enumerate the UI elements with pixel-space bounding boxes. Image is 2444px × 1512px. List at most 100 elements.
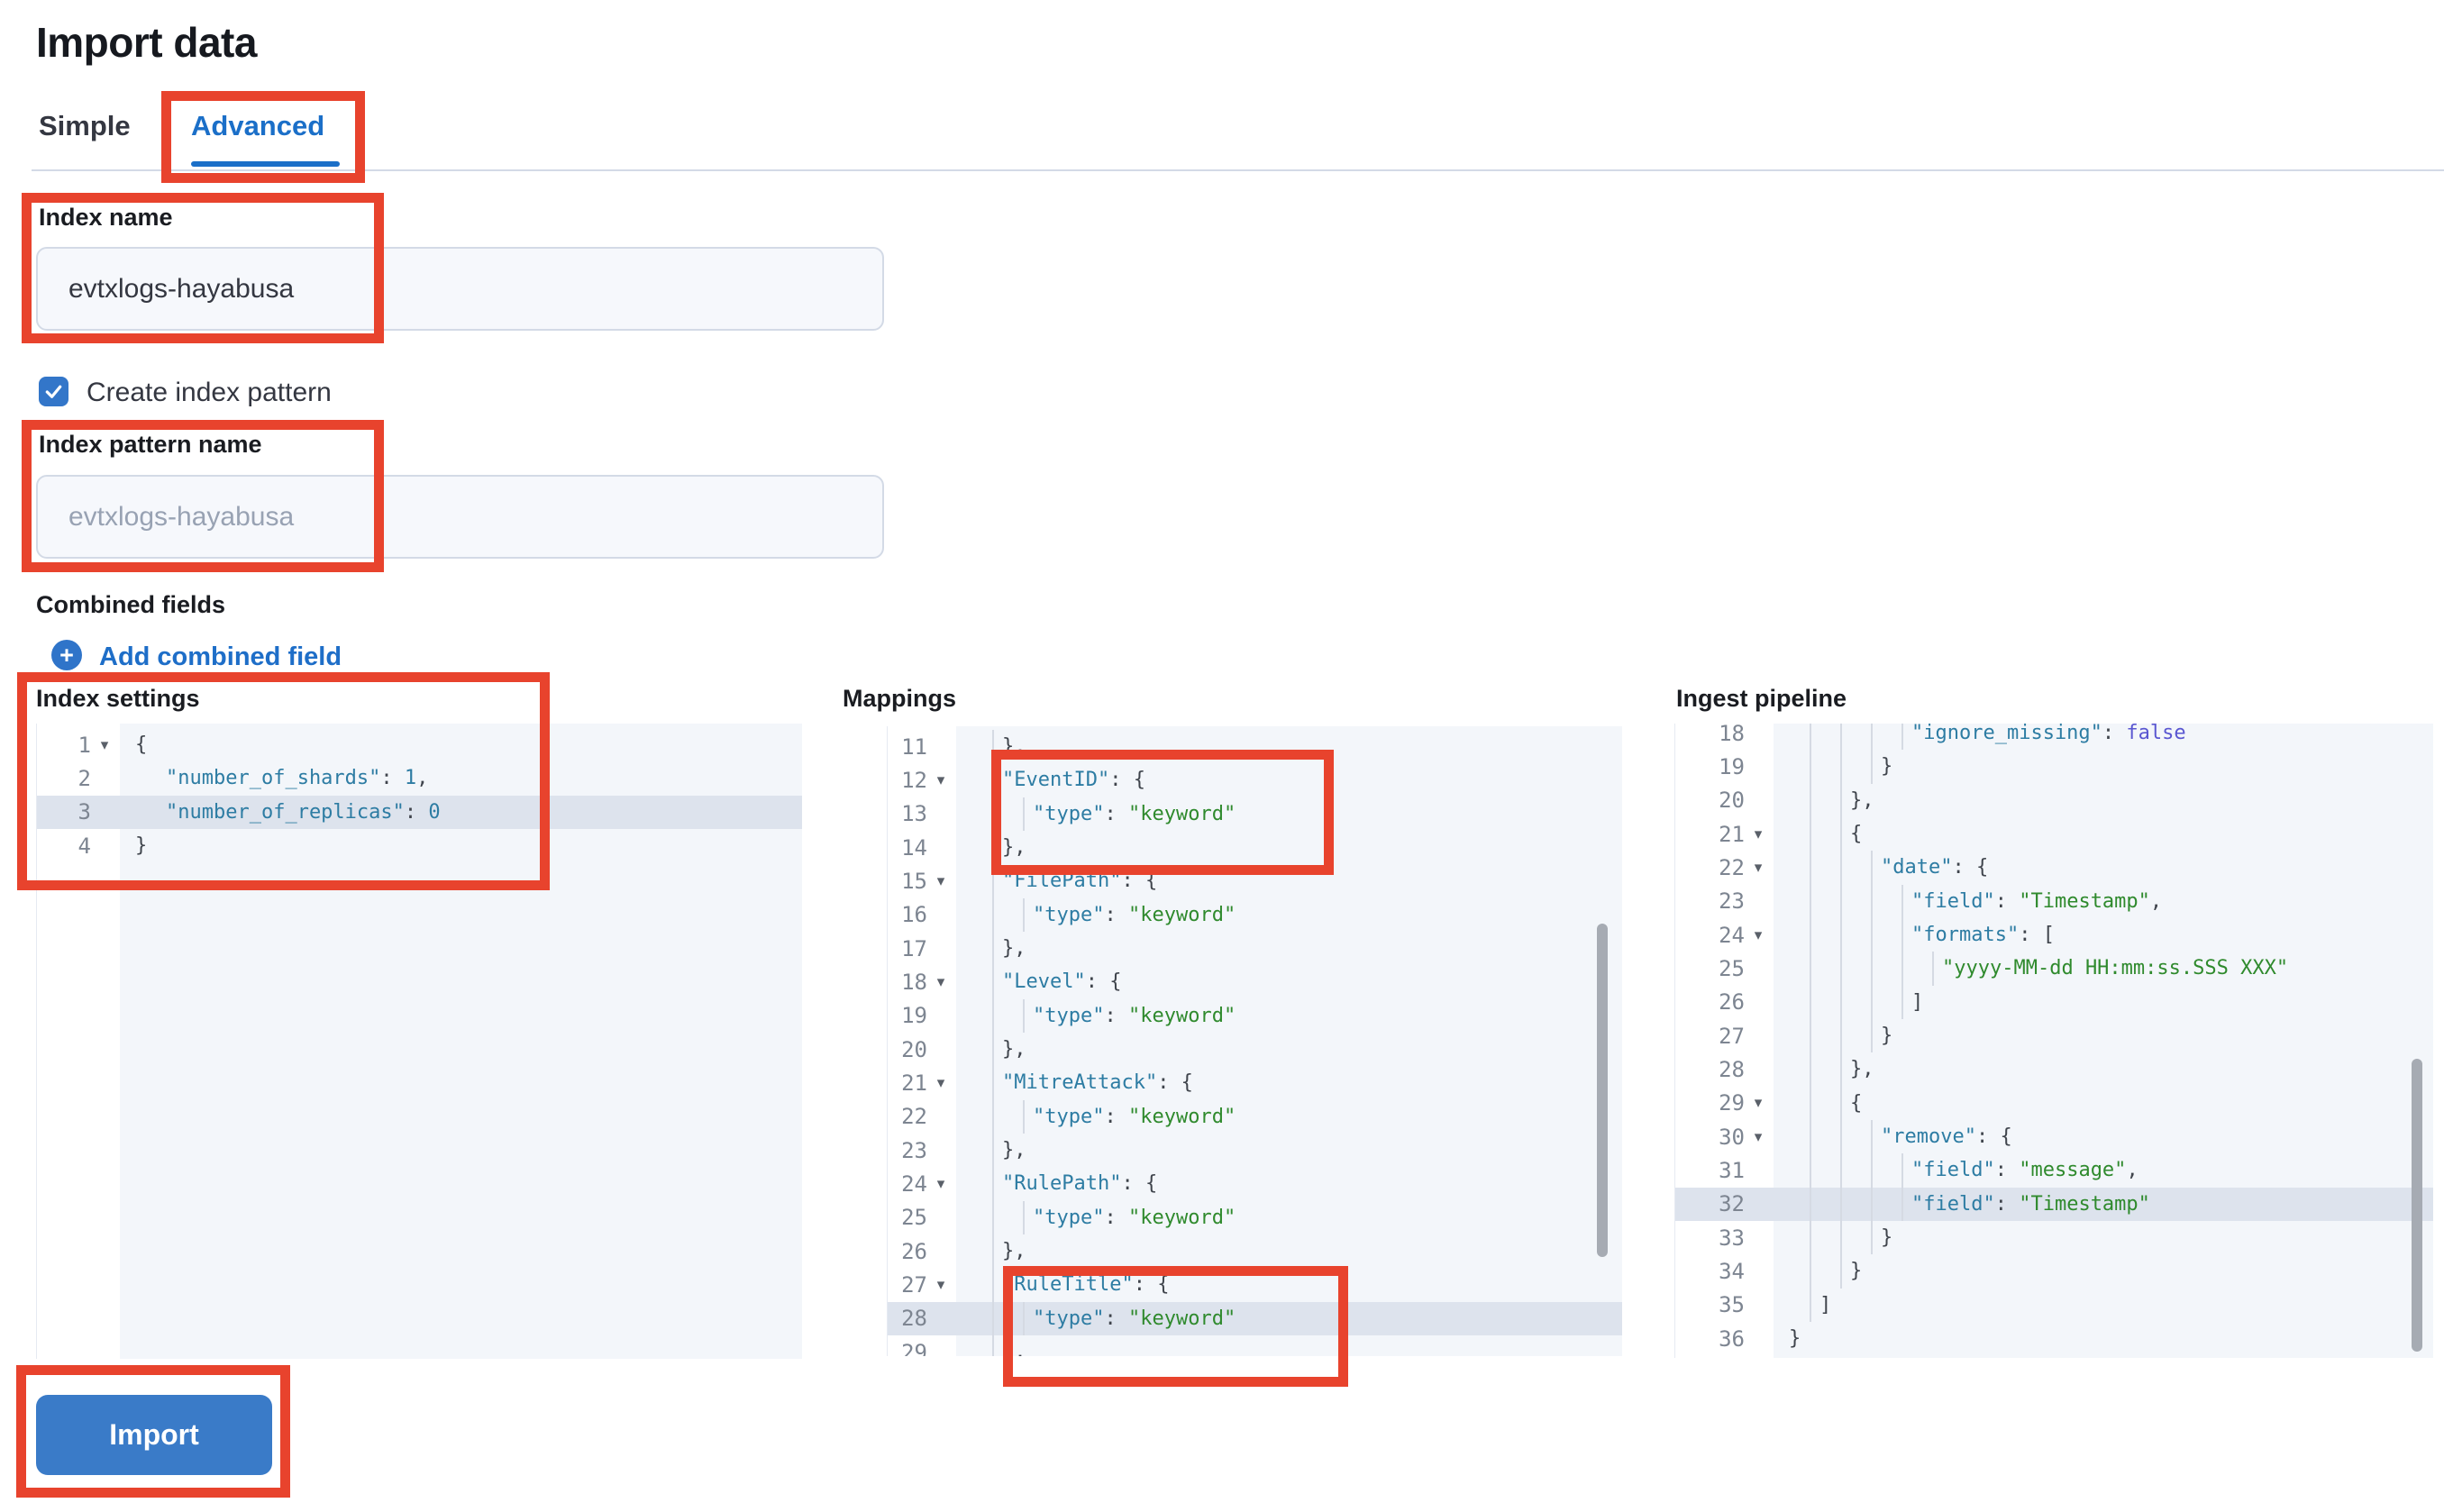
- code-text: {: [1850, 1091, 1863, 1115]
- code-line: 20},: [888, 1032, 1622, 1067]
- indent-guide: [1810, 816, 1811, 852]
- code-text: },: [1002, 1341, 1026, 1356]
- code-line: 20},: [1675, 783, 2433, 817]
- chevron-down-icon[interactable]: ▾: [1754, 824, 1763, 843]
- indent-guide: [1871, 985, 1873, 1019]
- indent-guide: [1901, 917, 1903, 952]
- indent-guide: [992, 1268, 994, 1302]
- index-name-input[interactable]: [36, 247, 884, 331]
- code-text: "field": "message",: [1911, 1159, 2138, 1182]
- indent-guide: [992, 1099, 994, 1134]
- tab-advanced[interactable]: Advanced: [191, 110, 325, 141]
- chevron-down-icon[interactable]: ▾: [1754, 1094, 1763, 1112]
- indent-guide: [1810, 724, 1811, 751]
- code-line: 14},: [888, 830, 1622, 865]
- create-index-pattern-label: Create index pattern: [87, 378, 332, 407]
- indent-guide: [1871, 851, 1873, 885]
- indent-guide: [1840, 1187, 1842, 1221]
- code-text: "number_of_replicas": 0: [166, 800, 441, 824]
- code-text: "formats": [: [1911, 924, 2055, 947]
- code-line: 25"type": "keyword": [888, 1200, 1622, 1234]
- tab-simple[interactable]: Simple: [39, 110, 131, 141]
- mappings-scrollbar[interactable]: [1597, 924, 1608, 1257]
- mappings-editor[interactable]: 11},12▾"EventID": {13"type": "keyword"14…: [887, 726, 1622, 1356]
- code-text: },: [1002, 1139, 1026, 1162]
- chevron-down-icon[interactable]: ▾: [1754, 858, 1763, 876]
- code-line: 28"type": "keyword": [888, 1301, 1622, 1335]
- code-text: "field": "Timestamp",: [1911, 889, 2163, 913]
- indent-guide: [1871, 1119, 1873, 1154]
- code-text: ]: [1911, 990, 1924, 1014]
- add-combined-field-link[interactable]: Add combined field: [99, 642, 342, 671]
- indent-guide: [1023, 797, 1025, 831]
- code-text: "type": "keyword": [1033, 1206, 1236, 1229]
- chevron-down-icon[interactable]: ▾: [936, 770, 945, 788]
- line-number: 22: [1719, 854, 1745, 880]
- line-number: 11: [901, 733, 927, 760]
- indent-guide: [1840, 1052, 1842, 1087]
- chevron-down-icon[interactable]: ▾: [936, 1275, 945, 1293]
- chevron-down-icon[interactable]: ▾: [100, 735, 109, 753]
- plus-circle-icon[interactable]: +: [51, 640, 82, 670]
- indent-guide: [1840, 851, 1842, 885]
- code-line: 23},: [888, 1133, 1622, 1168]
- line-number: 32: [1719, 1191, 1745, 1217]
- line-number: 31: [1719, 1157, 1745, 1183]
- index-settings-label: Index settings: [36, 685, 200, 712]
- indent-guide: [1871, 1018, 1873, 1053]
- code-text: },: [1002, 937, 1026, 961]
- indent-guide: [992, 897, 994, 932]
- code-line: 13"type": "keyword": [888, 797, 1622, 831]
- code-line: 26]: [1675, 985, 2433, 1019]
- code-text: "type": "keyword": [1033, 1105, 1236, 1128]
- chevron-down-icon[interactable]: ▾: [936, 1174, 945, 1192]
- line-number: 33: [1719, 1225, 1745, 1251]
- chevron-down-icon[interactable]: ▾: [936, 871, 945, 889]
- line-number: 14: [901, 834, 927, 861]
- code-line: 1▾{: [37, 728, 802, 761]
- code-line: 2"number_of_shards": 1,: [37, 761, 802, 795]
- indent-guide: [1810, 750, 1811, 784]
- line-number: 13: [901, 801, 927, 827]
- chevron-down-icon[interactable]: ▾: [936, 1073, 945, 1091]
- line-number: 30: [1719, 1124, 1745, 1150]
- code-line: 30▾"remove": {: [1675, 1119, 2433, 1154]
- code-line: 32"field": "Timestamp": [1675, 1187, 2433, 1221]
- import-button[interactable]: Import: [36, 1395, 272, 1475]
- line-number: 28: [901, 1306, 927, 1332]
- create-index-pattern-checkbox[interactable]: [39, 377, 68, 406]
- chevron-down-icon[interactable]: ▾: [1754, 1127, 1763, 1145]
- code-text: }: [1850, 1260, 1863, 1283]
- indent-guide: [1023, 1200, 1025, 1234]
- chevron-down-icon[interactable]: ▾: [1754, 925, 1763, 943]
- indent-guide: [1871, 1187, 1873, 1221]
- line-number: 19: [901, 1003, 927, 1029]
- indent-guide: [1810, 1119, 1811, 1154]
- indent-guide: [992, 1301, 994, 1335]
- indent-guide: [1840, 1254, 1842, 1289]
- indent-guide: [992, 797, 994, 831]
- indent-guide: [1871, 917, 1873, 952]
- indent-guide: [992, 763, 994, 797]
- index-settings-editor[interactable]: 1▾{2"number_of_shards": 1,3"number_of_re…: [36, 724, 802, 1359]
- ingest-pipeline-scrollbar[interactable]: [2412, 1059, 2422, 1352]
- indent-guide: [1023, 998, 1025, 1033]
- indent-guide: [992, 1200, 994, 1234]
- indent-guide: [992, 1234, 994, 1269]
- code-text: },: [1850, 1058, 1874, 1081]
- code-text: {: [135, 733, 148, 757]
- indent-guide: [1840, 783, 1842, 817]
- chevron-down-icon[interactable]: ▾: [936, 972, 945, 990]
- line-number: 21: [1719, 821, 1745, 847]
- line-number: 23: [901, 1137, 927, 1163]
- combined-fields-label: Combined fields: [36, 591, 226, 618]
- line-number: 19: [1719, 753, 1745, 779]
- indent-guide: [992, 965, 994, 999]
- code-line: 4}: [37, 829, 802, 862]
- indent-guide: [1810, 1018, 1811, 1053]
- indent-guide: [1810, 1220, 1811, 1255]
- tab-advanced-underline: [191, 161, 340, 167]
- index-pattern-name-input[interactable]: [36, 475, 884, 559]
- indent-guide: [1871, 884, 1873, 918]
